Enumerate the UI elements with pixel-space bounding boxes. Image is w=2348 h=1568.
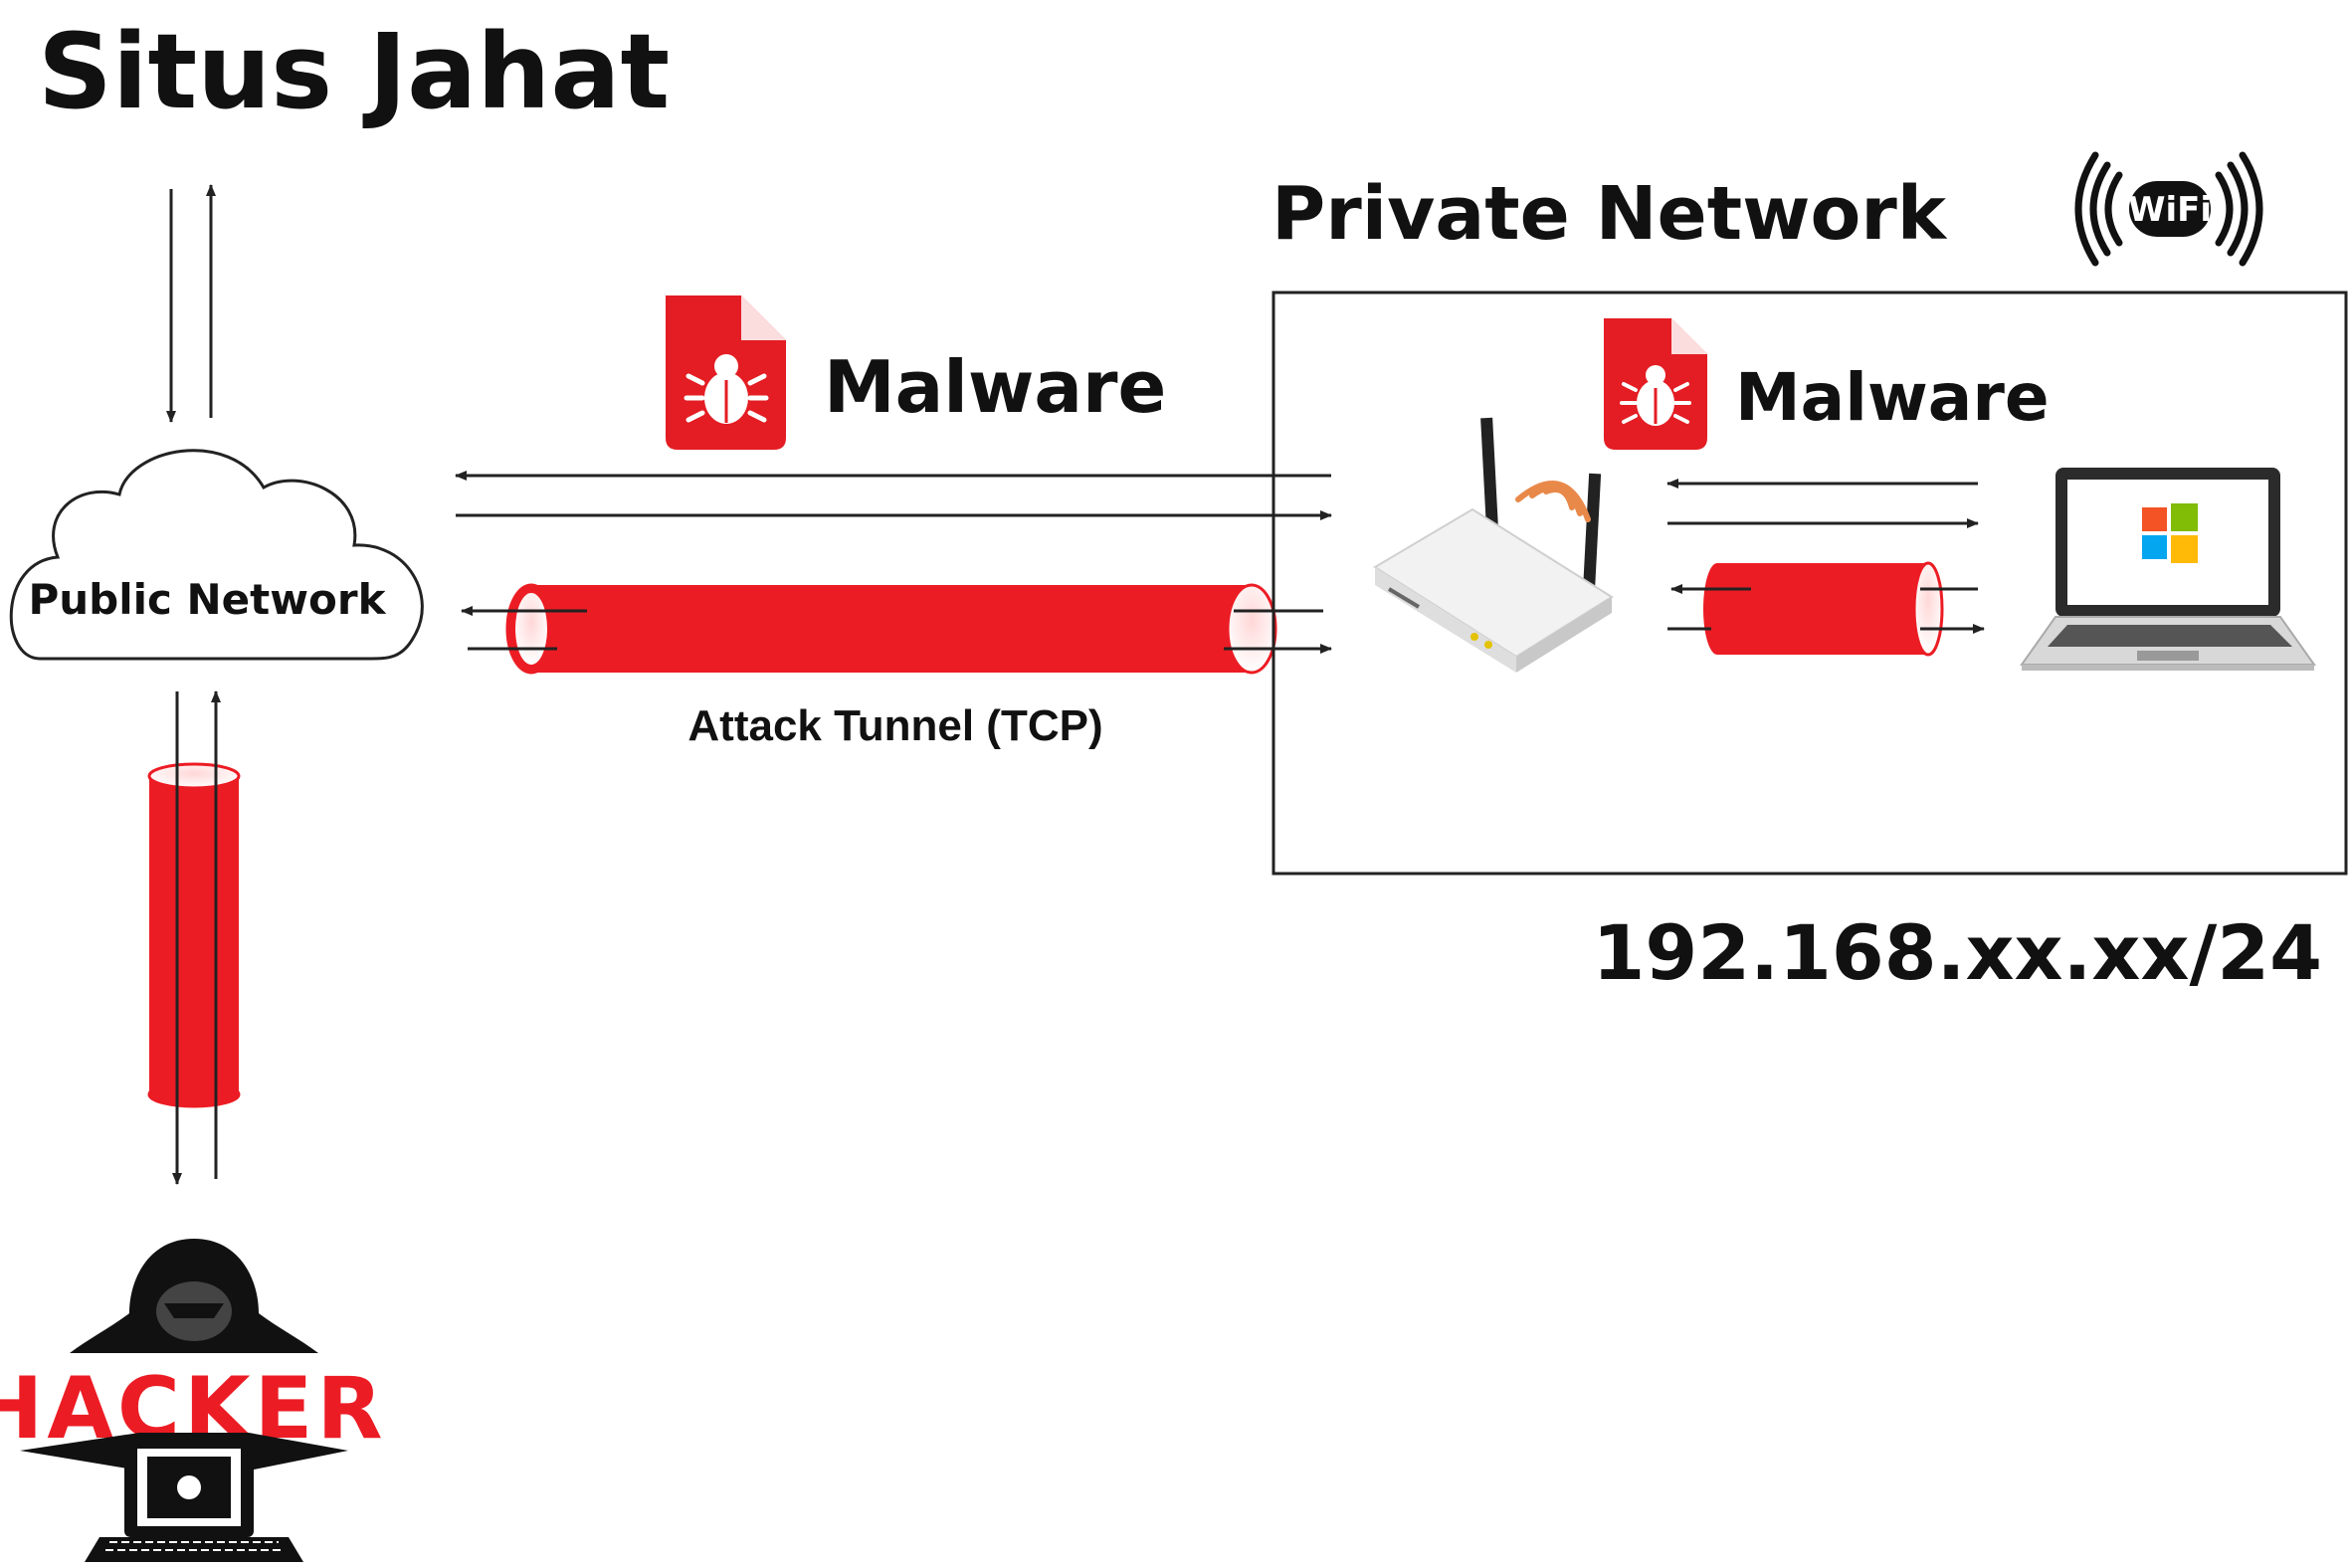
- hacker-tunnel: [147, 690, 241, 1185]
- hacker-logo: HACKER: [0, 1239, 383, 1562]
- cloud-icon: [9, 449, 424, 661]
- attack-tunnel-label: Attack Tunnel (TCP): [687, 701, 1102, 750]
- subnet-label: 192.168.xx.xx/24: [1592, 908, 2322, 997]
- malware-external-label: Malware: [824, 345, 1166, 429]
- wifi-label: WiFi: [2128, 190, 2212, 230]
- public-network-cloud: Public Network: [9, 449, 424, 661]
- malware-file-icon: [666, 295, 786, 450]
- page-title: Situs Jahat: [38, 11, 670, 132]
- private-network-title: Private Network: [1272, 171, 1948, 257]
- public-private-arrows: [455, 471, 1332, 520]
- private-network-box: [1272, 291, 2348, 876]
- malware-external: Malware: [666, 295, 1166, 450]
- public-network-label: Public Network: [28, 575, 386, 624]
- internal-tunnel: [1667, 561, 1985, 657]
- wifi-icon: [2074, 151, 2263, 267]
- malware-file-icon: [1604, 318, 1707, 450]
- title-cloud-arrows: [166, 184, 216, 423]
- windows-logo-icon: [2142, 503, 2198, 563]
- laptop-icon: [2020, 468, 2316, 671]
- malware-internal: Malware: [1604, 318, 2050, 450]
- router-icon: [1373, 417, 1614, 673]
- attack-tunnel: Attack Tunnel (TCP): [461, 583, 1332, 750]
- router-laptop-arrows: [1666, 479, 1979, 528]
- malware-internal-label: Malware: [1735, 359, 2050, 436]
- wifi-logo: WiFi: [2074, 151, 2263, 267]
